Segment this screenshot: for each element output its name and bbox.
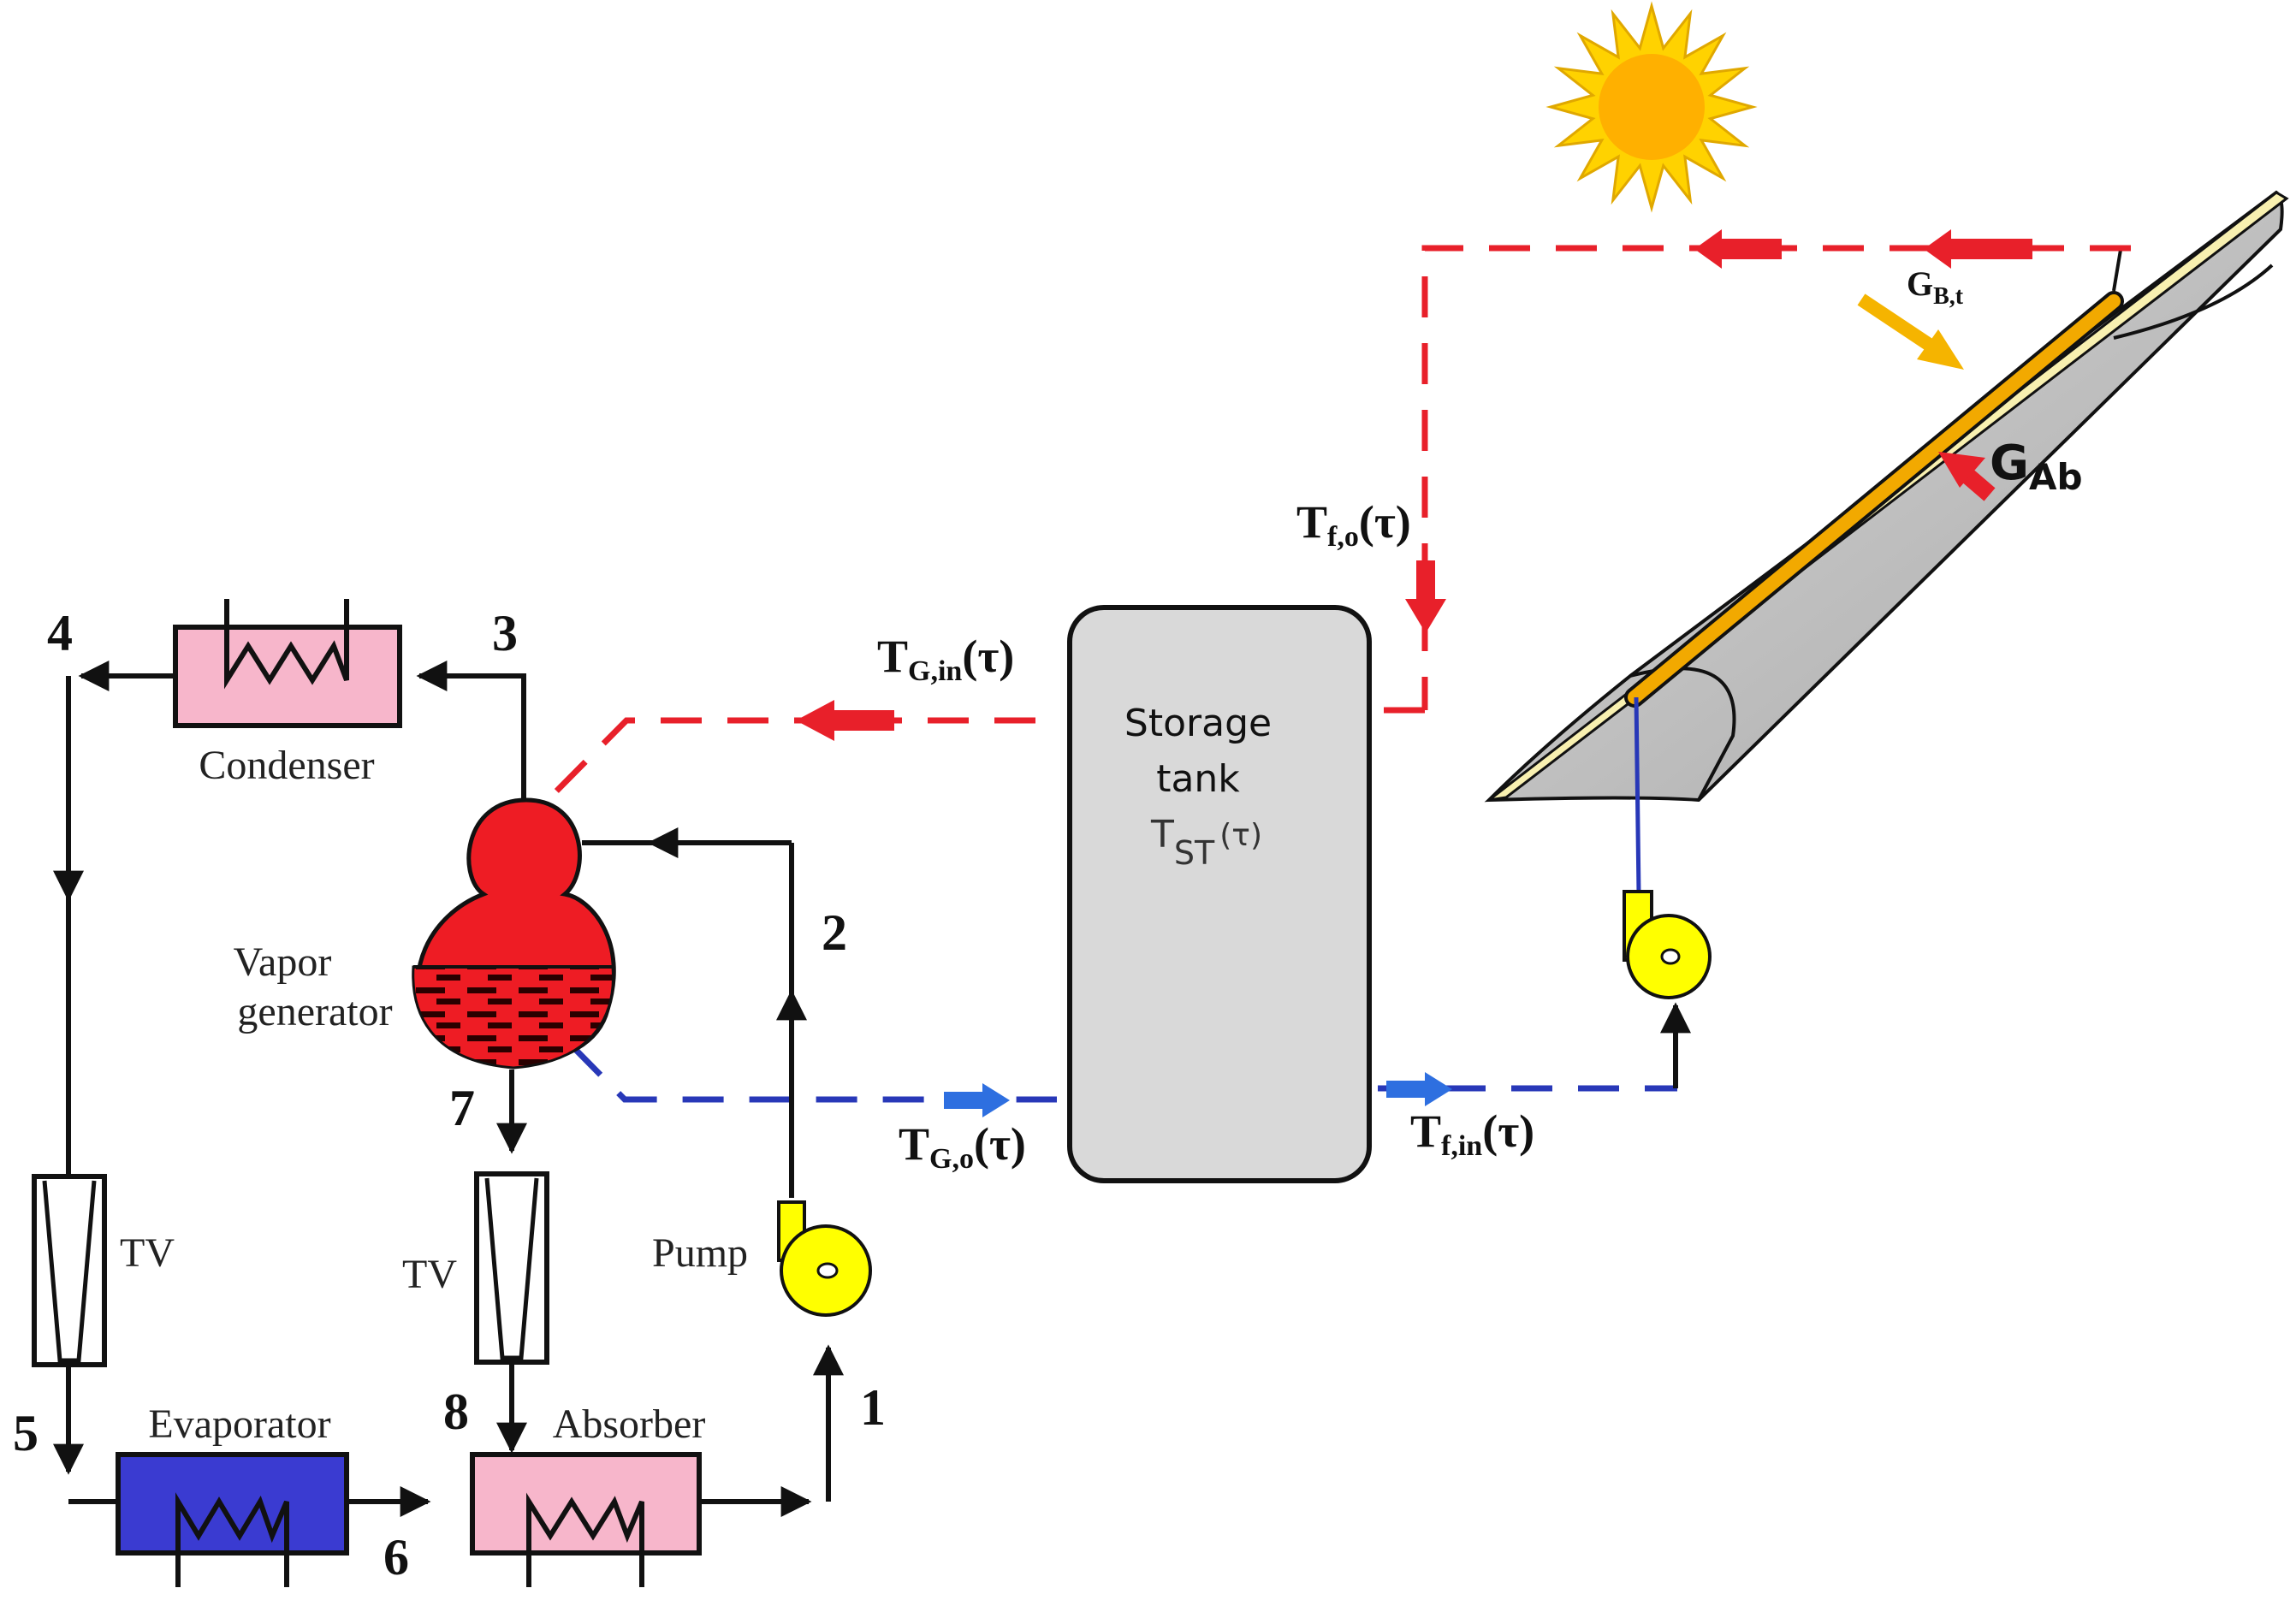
t-g-o-label: TG,o(τ): [899, 1118, 1026, 1175]
beam-radiation-arrow: [1857, 293, 1964, 370]
state-point-7: 7: [449, 1080, 475, 1136]
state-point-2: 2: [822, 904, 847, 961]
absorbed-radiation-arrow: [1938, 452, 1996, 501]
g-ab-label: GAb: [1990, 436, 2083, 498]
storage-temp-label: TST(τ): [1150, 813, 1262, 872]
refrigerant-lines: [53, 661, 844, 1517]
state-point-6: 6: [383, 1529, 409, 1585]
g-bt-label: GB,t: [1907, 264, 1964, 310]
state-point-1: 1: [860, 1379, 886, 1436]
vapor-generator-label-2: generator: [237, 989, 392, 1034]
state-point-4: 4: [47, 605, 73, 661]
absorber-label: Absorber: [553, 1401, 706, 1447]
condenser-label: Condenser: [199, 743, 374, 788]
tv-left-label: TV: [120, 1230, 175, 1276]
t-g-in-label: TG,in(τ): [877, 631, 1014, 687]
pump-label: Pump: [652, 1230, 748, 1276]
condenser: [173, 599, 402, 728]
parabolic-trough-collector: [1484, 190, 2289, 803]
absorber: [470, 1452, 702, 1587]
vapor-generator-label-1: Vapor: [234, 939, 332, 985]
state-point-8: 8: [443, 1384, 469, 1440]
sun-icon: [1545, 1, 1758, 213]
hot-fluid-loop: [541, 229, 2131, 807]
solution-pump-icon: [777, 1200, 872, 1317]
evaporator: [116, 1452, 349, 1587]
vapor-generator: [412, 797, 616, 1070]
absorber-tube: [1624, 291, 2124, 708]
storage-tank: Storage tank TST(τ): [1067, 605, 1372, 1183]
throttle-valve-right: [474, 1171, 549, 1365]
storage-tank-label-1: Storage: [1124, 702, 1272, 745]
collector-pump-icon: [1623, 890, 1712, 999]
storage-tank-label-2: tank: [1156, 757, 1240, 801]
throttle-valve-left: [32, 1174, 107, 1367]
t-f-o-label: Tf,o(τ): [1296, 496, 1411, 553]
t-f-in-label: Tf,in(τ): [1410, 1105, 1534, 1162]
state-point-3: 3: [492, 605, 518, 661]
tv-right-label: TV: [402, 1252, 457, 1297]
evaporator-label: Evaporator: [148, 1401, 330, 1447]
cold-fluid-loop: [569, 1002, 1691, 1117]
state-point-5: 5: [13, 1405, 39, 1461]
